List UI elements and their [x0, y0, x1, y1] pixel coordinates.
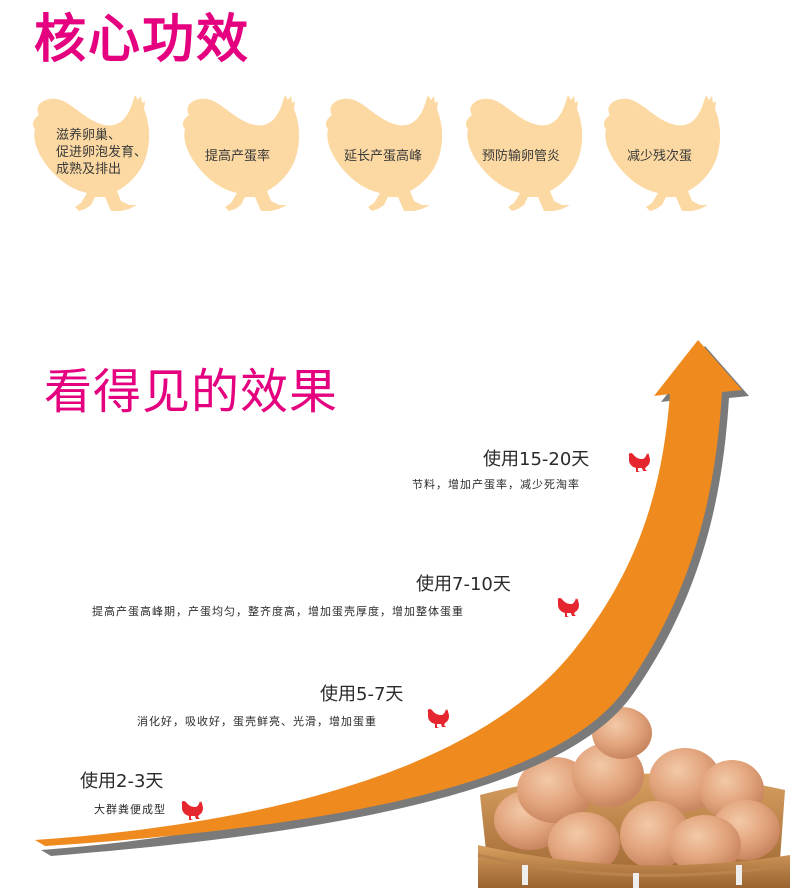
- stage-title: 使用7-10天: [416, 574, 511, 595]
- stage-desc: 消化好，吸收好，蛋壳鲜亮、光滑，增加蛋重: [137, 715, 377, 728]
- stage-desc: 提高产蛋高峰期，产蛋均匀，整齐度高，增加蛋壳厚度，增加整体蛋重: [92, 605, 464, 618]
- red-hen-icon: [426, 708, 450, 730]
- benefit-label: 减少残次蛋: [627, 149, 693, 164]
- benefit-label-line: 滋养卵巢、: [56, 128, 122, 143]
- red-hen-icon: [556, 597, 580, 619]
- egg-basket-image: [477, 707, 791, 888]
- red-hen-icon: [180, 800, 204, 822]
- stage-title: 使用2-3天: [80, 771, 164, 792]
- core-effects-title: 核心功效: [34, 10, 251, 70]
- benefit-label: 提高产蛋率: [205, 149, 271, 164]
- stage-desc: 大群粪便成型: [94, 803, 166, 816]
- benefit-label-line: 促进卵泡发育、: [56, 145, 148, 160]
- benefit-card-laying-rate: 提高产蛋率: [175, 93, 305, 218]
- benefit-card-peak: 延长产蛋高峰: [318, 93, 448, 218]
- benefit-card-ovary: 滋养卵巢、 促进卵泡发育、 成熟及排出: [25, 93, 155, 218]
- benefit-label: 延长产蛋高峰: [344, 149, 423, 164]
- stage-desc: 节料，增加产蛋率，减少死淘率: [412, 478, 580, 491]
- visible-effects-title: 看得见的效果: [44, 364, 339, 420]
- stage-title: 使用5-7天: [320, 684, 404, 705]
- stage-title: 使用15-20天: [483, 449, 590, 470]
- benefit-card-defective-eggs: 减少残次蛋: [596, 93, 726, 218]
- benefit-label-line: 成熟及排出: [56, 162, 122, 177]
- red-hen-icon: [627, 452, 651, 474]
- benefit-label: 预防输卵管炎: [482, 149, 561, 164]
- benefit-card-oviduct: 预防输卵管炎: [458, 93, 588, 218]
